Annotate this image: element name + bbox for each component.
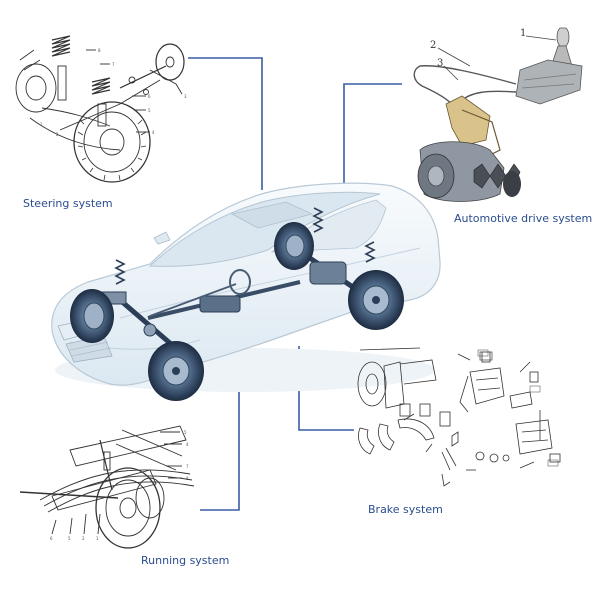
svg-text:8: 8 <box>98 48 101 53</box>
svg-text:1: 1 <box>96 536 99 541</box>
svg-text:8: 8 <box>186 476 189 481</box>
svg-text:6: 6 <box>148 94 151 99</box>
car-wheel-rear-right <box>348 270 404 330</box>
svg-text:2: 2 <box>82 536 85 541</box>
car-wheel-rear-left <box>274 222 314 270</box>
svg-text:5: 5 <box>184 430 187 435</box>
car-windshield <box>148 191 381 267</box>
steering-system-sketch <box>15 35 185 183</box>
svg-text:4: 4 <box>152 130 155 135</box>
svg-text:1: 1 <box>40 122 43 127</box>
drive-part-number-1: 1 <box>520 28 527 39</box>
car-wheel-front-right <box>148 341 204 401</box>
brake-system-label: Brake system <box>368 503 443 516</box>
car-illustration <box>51 182 441 401</box>
running-system-sketch <box>19 425 195 549</box>
running-connector <box>200 368 240 511</box>
car-wheel-front-left <box>70 289 114 343</box>
running-part-numbers: 5 4 7 8 6 5 2 1 <box>50 430 189 541</box>
svg-text:7: 7 <box>112 62 115 67</box>
svg-text:7: 7 <box>186 464 189 469</box>
steering-part-numbers: 8 7 6 5 4 3 1 2 <box>40 48 187 137</box>
steering-system-label: Steering system <box>23 197 113 210</box>
brake-annotations <box>477 349 559 467</box>
drive-part-number-3: 3 <box>437 58 444 69</box>
svg-text:6: 6 <box>50 536 53 541</box>
running-system-label: Running system <box>141 554 230 567</box>
drive-part-number-2: 2 <box>430 40 437 51</box>
steering-connector <box>188 57 263 190</box>
svg-text:2: 2 <box>56 132 59 137</box>
svg-text:3: 3 <box>184 94 187 99</box>
brake-system-sketch <box>357 347 561 487</box>
drive-system-label: Automotive drive system <box>454 212 593 225</box>
svg-text:5: 5 <box>68 536 71 541</box>
drive-connector <box>343 83 402 186</box>
svg-text:5: 5 <box>148 108 151 113</box>
svg-text:4: 4 <box>186 442 189 447</box>
drive-system-sketch <box>413 27 583 202</box>
